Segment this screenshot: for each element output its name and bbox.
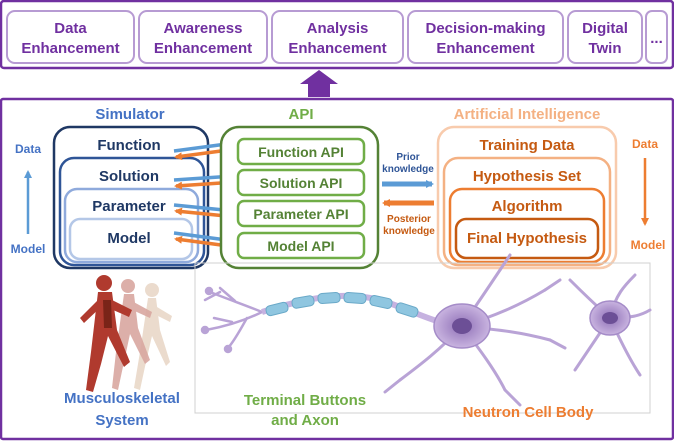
terminal-buttons-label: and Axon xyxy=(271,412,339,429)
api-box-parameter xyxy=(236,199,366,228)
enhancement-box-analysis: Analysis Enhancement xyxy=(271,10,404,64)
prior-knowledge-label: knowledge xyxy=(382,164,434,175)
enhancement-label: Data xyxy=(54,20,87,37)
ai-axis-data-label: Data xyxy=(632,137,658,151)
api-label-function: Function API xyxy=(258,144,344,160)
enhancement-label: Decision-making xyxy=(425,20,545,37)
api-group: API Function API Solution API Parameter … xyxy=(219,106,380,270)
simulator-label-model: Model xyxy=(107,230,150,247)
ai-axis-model-label: Model xyxy=(631,238,666,252)
enhancement-label: Awareness xyxy=(164,20,243,37)
posterior-knowledge-label: knowledge xyxy=(383,226,435,237)
enhancement-box-awareness: Awareness Enhancement xyxy=(138,10,268,64)
simulator-label-parameter: Parameter xyxy=(92,198,166,215)
terminal-buttons-label: Terminal Buttons xyxy=(244,392,366,409)
ai-label-hypothesis: Hypothesis Set xyxy=(473,168,581,185)
ai-label-final: Final Hypothesis xyxy=(467,230,587,247)
api-box-model xyxy=(236,231,366,260)
musculoskeletal-label: Musculoskeletal xyxy=(64,390,180,407)
prior-knowledge-label: Prior xyxy=(396,152,419,163)
neuron-image-frame xyxy=(194,262,651,414)
enhancement-label: Analysis xyxy=(307,20,369,37)
ai-title: Artificial Intelligence xyxy=(454,106,601,123)
enhancement-label: Enhancement xyxy=(288,40,386,57)
simulator-layer-model xyxy=(68,217,194,261)
simulator-label-function: Function xyxy=(97,137,160,154)
ai-axis: Data Model xyxy=(631,137,666,252)
simulator-label-solution: Solution xyxy=(99,168,159,185)
simulator-axis-data-label: Data xyxy=(15,142,41,156)
up-arrow-icon xyxy=(300,70,338,97)
cell-nucleus-shape xyxy=(452,318,472,334)
simulator-axis-model-label: Model xyxy=(11,242,46,256)
enhancement-box-decision: Decision-making Enhancement xyxy=(407,10,564,64)
musculoskeletal-figure-icon xyxy=(80,275,172,392)
ai-label-algorithm: Algorithm xyxy=(492,198,563,215)
axon-icon xyxy=(261,292,441,325)
api-box-function xyxy=(236,137,366,166)
neutron-cell-body-label: Neutron Cell Body xyxy=(463,404,594,421)
ai-group: Artificial Intelligence Training Data Hy… xyxy=(436,106,618,270)
simulator-group: Simulator Function Solution Parameter Mo… xyxy=(52,106,210,270)
enhancement-label: Enhancement xyxy=(154,40,252,57)
cell-nucleus-shape xyxy=(602,312,618,324)
api-label-solution: Solution API xyxy=(260,175,343,191)
ai-label-training: Training Data xyxy=(479,137,575,154)
enhancement-bar: Data Enhancement Awareness Enhancement A… xyxy=(0,0,674,70)
ai-layer-final xyxy=(454,217,600,260)
musculoskeletal-label: System xyxy=(95,412,148,429)
enhancement-box-digital-twin: Digital Twin xyxy=(567,10,643,64)
api-label-parameter: Parameter API xyxy=(253,206,348,222)
more-ellipsis: ... xyxy=(650,30,663,47)
enhancement-box-data: Data Enhancement xyxy=(6,10,135,64)
posterior-knowledge-label: Posterior xyxy=(387,214,431,225)
api-title: API xyxy=(288,106,313,123)
knowledge-connectors: Prior knowledge Posterior knowledge xyxy=(382,152,435,237)
api-label-model: Model API xyxy=(267,238,334,254)
enhancement-label: Twin xyxy=(588,40,621,57)
terminal-buttons-icon xyxy=(200,286,264,354)
enhancement-label: Enhancement xyxy=(436,40,534,57)
enhancement-label: Digital xyxy=(582,20,628,37)
simulator-title: Simulator xyxy=(95,106,164,123)
api-box-solution xyxy=(236,168,366,197)
enhancement-label: Enhancement xyxy=(21,40,119,57)
enhancement-box-more: ... xyxy=(645,10,668,64)
simulator-axis: Data Model xyxy=(11,142,46,256)
